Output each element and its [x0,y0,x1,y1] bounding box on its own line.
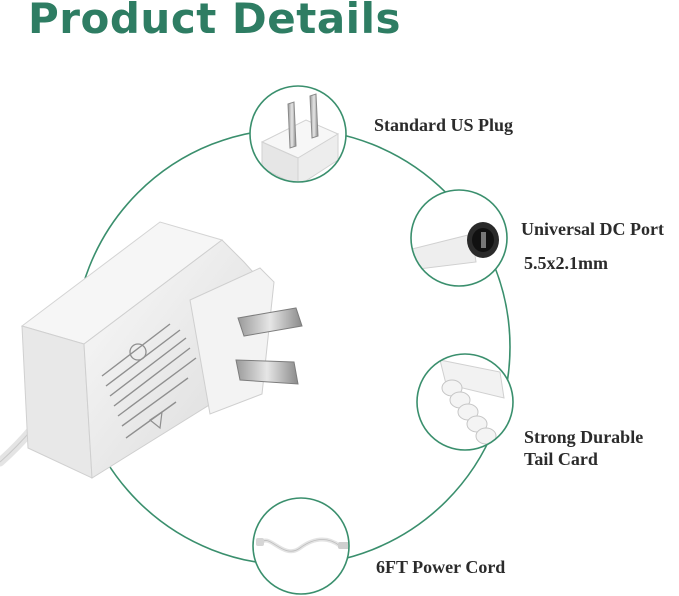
plug-detail-bubble [249,85,347,183]
adapter-image [0,221,303,479]
tail-label-line1: Strong Durable [524,427,644,447]
dc-port-label: Universal DC Port [521,219,664,239]
cord-label: 6FT Power Cord [376,557,506,577]
dc-port-detail-bubble [410,189,508,287]
tail-detail-bubble [416,353,514,451]
dc-port-spec: 5.5x2.1mm [524,253,608,273]
cord-detail-bubble [252,497,350,595]
tail-label-line2: Tail Card [524,449,598,469]
page-title: Product Details [28,0,401,43]
plug-label: Standard US Plug [374,115,514,135]
